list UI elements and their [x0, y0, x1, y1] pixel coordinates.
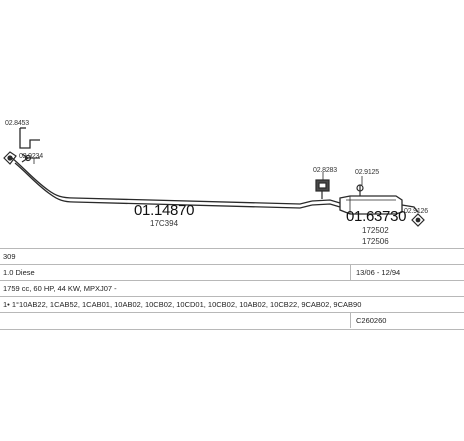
rear-hanger: [315, 179, 330, 199]
part-ref-rear-silencer-1: 172502: [362, 226, 389, 235]
spec-row-codes: 1• 1°10AB22, 1CAB52, 1CAB01, 10AB02, 10C…: [0, 296, 464, 313]
spec-row-details: 1759 cc, 60 HP, 44 KW, MPXJ07 -: [0, 280, 464, 297]
part-ref-rear-silencer-2: 172506: [362, 237, 389, 246]
part-ref-front-pipe: 17C394: [150, 219, 179, 228]
part-code-rear-silencer: 01.63730: [346, 208, 407, 225]
spec-row-engine: 1.0 Diese 13/06 - 12/94: [0, 264, 464, 281]
part-code-clamp-front: 02.9234: [19, 153, 43, 160]
rear-silencer: [339, 195, 419, 215]
spec-codes: 1• 1°10AB22, 1CAB52, 1CAB01, 10AB02, 10C…: [3, 300, 362, 309]
spec-catalog-no: C260260: [356, 316, 387, 325]
part-code-rear-clamp: 02.9125: [355, 169, 379, 176]
bracket-top: [19, 127, 40, 149]
front-flange: [3, 151, 17, 165]
front-pipe: [11, 157, 313, 209]
spec-years: 13/06 - 12/94: [356, 268, 401, 277]
spec-engine: 1.0 Diese: [3, 268, 35, 277]
rear-clamp: [356, 184, 364, 196]
exhaust-diagram: 02.8453 02.9234 01.14870 17C394 02.8283 …: [3, 120, 428, 246]
leader-lines: [33, 158, 363, 185]
tail-clamp: [411, 213, 425, 227]
spec-row-model: 309: [0, 248, 464, 265]
part-code-rear-hanger: 02.8283: [313, 167, 337, 174]
part-code-front-pipe: 01.14870: [134, 202, 195, 219]
spec-divider-catalog: [350, 312, 351, 328]
clamp-front: [21, 153, 40, 163]
part-code-tail-clamp: 02.9126: [404, 208, 428, 215]
spec-divider-years: [350, 264, 351, 280]
part-code-bracket: 02.8453: [5, 120, 29, 127]
spec-model: 309: [3, 252, 16, 261]
spec-details: 1759 cc, 60 HP, 44 KW, MPXJ07 -: [3, 284, 117, 293]
exhaust-drawing: [3, 127, 425, 227]
rear-connector: [311, 199, 341, 208]
spec-row-catalog: C260260: [0, 312, 464, 330]
